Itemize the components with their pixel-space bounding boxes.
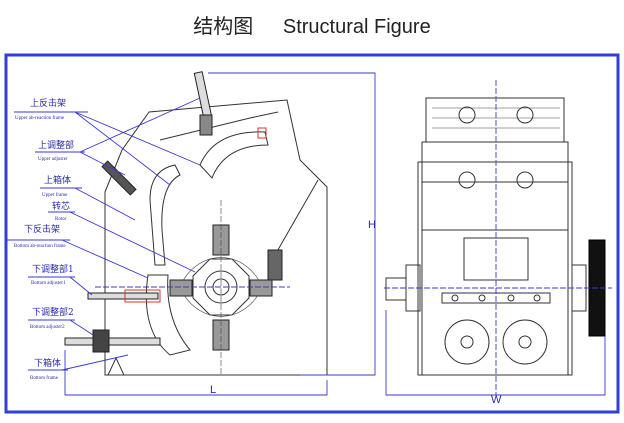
- label-upper-ab-reaction-frame: 上反击架 Upper ab-reaction frame: [14, 97, 201, 186]
- bar-bolts: [451, 294, 541, 302]
- upper-frame-body: [104, 99, 328, 376]
- width-dimension-label: W: [491, 394, 502, 406]
- svg-text:下箱体: 下箱体: [34, 357, 61, 369]
- svg-text:上箱体: 上箱体: [44, 174, 71, 186]
- svg-text:上反击架: 上反击架: [30, 97, 66, 109]
- title-english: Structural Figure: [282, 16, 431, 38]
- upper-adjuster-body: [199, 114, 213, 136]
- front-view: W: [384, 80, 612, 406]
- label-bottom-frame: 下箱体 Bottom frame: [28, 354, 129, 381]
- label-bottom-adjuster-2: 下调整部2 Bottom adjuster2: [28, 306, 94, 336]
- wheel-right: [502, 319, 548, 365]
- svg-text:下反击架: 下反击架: [24, 223, 60, 235]
- label-bottom-ab-reaction-frame: 下反击架 Bottom ab-reaction frame: [7, 223, 149, 279]
- side-view: H L: [64, 71, 376, 396]
- figure-title: 结构图 Structural Figure: [0, 10, 624, 39]
- bottom-ab-reaction-frame: [145, 274, 191, 356]
- bottom-frame-foot: [107, 356, 125, 376]
- upper-housing: [425, 97, 565, 143]
- wheel-left: [444, 319, 490, 365]
- title-chinese: 结构图: [193, 16, 254, 38]
- svg-text:Bottom ab-reaction frame: Bottom ab-reaction frame: [14, 244, 66, 249]
- svg-text:Bottom frame: Bottom frame: [30, 376, 59, 381]
- motor-shaft: [385, 277, 407, 301]
- svg-text:上调整部: 上调整部: [38, 139, 74, 151]
- svg-text:Upper ab-reaction frame: Upper ab-reaction frame: [15, 116, 65, 121]
- width-dimension-line: [385, 310, 606, 396]
- height-dimension-label: H: [368, 219, 376, 231]
- rear-block: [267, 249, 283, 281]
- upper-adjuster-left: [101, 160, 137, 196]
- label-rotor: 转芯 Rotor: [48, 200, 196, 273]
- upper-adjuster-pin: [257, 127, 267, 139]
- svg-text:下调整部2: 下调整部2: [32, 306, 74, 318]
- upper-adjuster: [193, 71, 213, 118]
- bottom-adjuster-1-highlight: [124, 289, 161, 303]
- length-dimension-label: L: [210, 384, 216, 396]
- label-upper-adjuster: 上调整部 Upper adjuster: [35, 97, 201, 176]
- label-upper-frame: 上箱体 Upper frame: [40, 174, 136, 221]
- length-dimension-line: [64, 350, 328, 396]
- rear-liner: [274, 179, 319, 256]
- rotor-hammer-left: [169, 279, 193, 297]
- upper-ab-reaction-frame: [199, 131, 269, 179]
- svg-text:转芯: 转芯: [52, 200, 70, 212]
- diagram-frame: [4, 53, 620, 414]
- svg-text:Upper adjuster: Upper adjuster: [38, 157, 68, 162]
- height-dimension-line: [208, 72, 376, 376]
- callout-labels: 上反击架 Upper ab-reaction frame 上调整部 Upper …: [7, 97, 201, 381]
- svg-text:Bottom adjuster2: Bottom adjuster2: [30, 325, 65, 330]
- upper-liner-top: [159, 111, 279, 141]
- adjuster-bolts: [458, 106, 534, 189]
- svg-text:Bottom adjuster1: Bottom adjuster1: [31, 281, 66, 286]
- label-bottom-adjuster-1: 下调整部1 Bottom adjuster1: [28, 263, 93, 296]
- svg-text:下调整部1: 下调整部1: [32, 263, 74, 275]
- main-housing: [421, 141, 569, 376]
- svg-text:Rotor: Rotor: [55, 217, 67, 222]
- rotor-hammer-right: [249, 279, 273, 297]
- bottom-adjuster-2-spring: [92, 329, 110, 353]
- lower-reaction-plate: [149, 164, 181, 266]
- svg-text:Upper frame: Upper frame: [42, 193, 68, 198]
- bottom-adjuster-2: [64, 337, 161, 346]
- bottom-adjuster-1: [87, 292, 159, 300]
- outer-housing: [417, 161, 573, 376]
